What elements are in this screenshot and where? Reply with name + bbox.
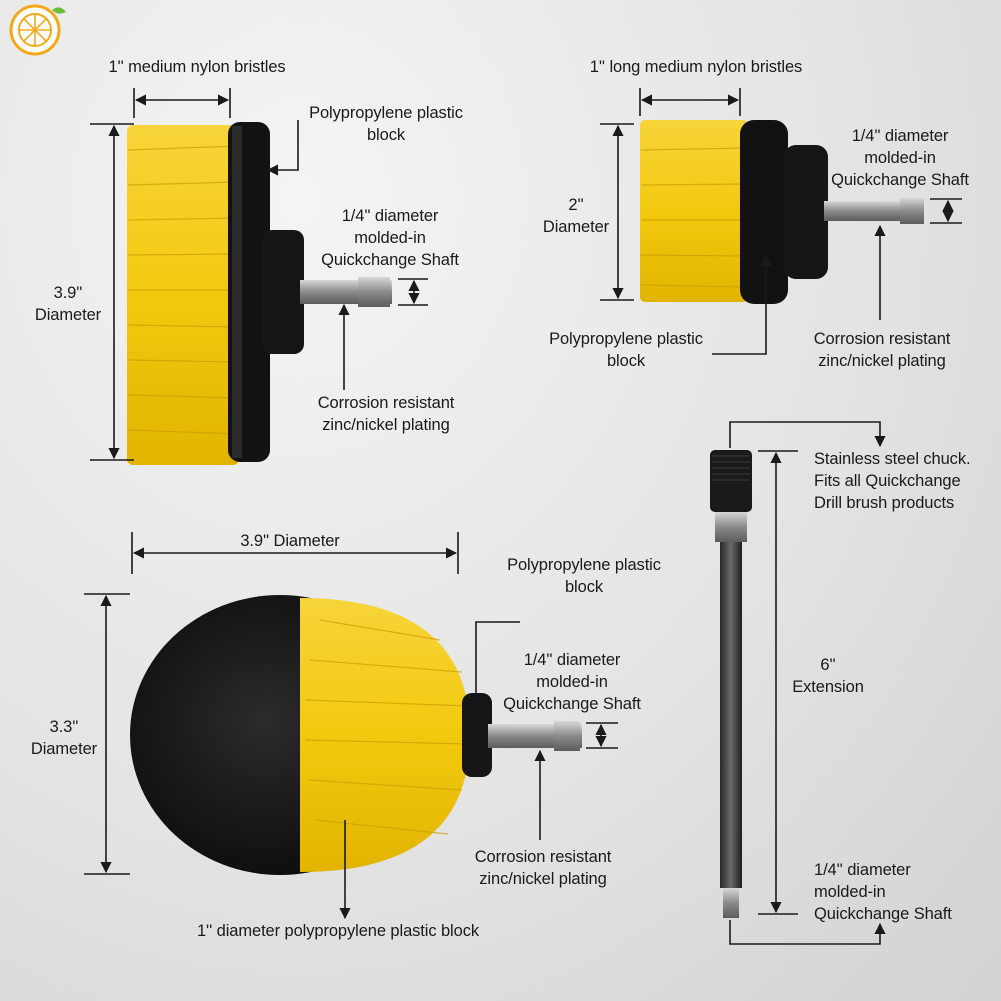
brush-large-illustration — [127, 122, 392, 465]
large-brush-plating-label: Corrosion resistant zinc/nickel plating — [317, 394, 455, 434]
large-brush-shaft-label: 1/4'' diameter molded-in Quickchange Sha… — [321, 207, 459, 269]
extension-length-label: 6'' Extension — [792, 656, 864, 696]
round-brush-base-label: 1'' diameter polypropylene plastic block — [196, 922, 480, 940]
small-brush-plating-label: Corrosion resistant zinc/nickel plating — [813, 330, 951, 370]
lemon-slice-icon — [9, 4, 66, 56]
extension-chuck-label: Stainless steel chuck. Fits all Quickcha… — [814, 450, 971, 512]
large-brush-diameter-label: 3.9'' Diameter — [34, 284, 102, 324]
small-brush-diameter-label: 2'' Diameter — [542, 196, 610, 236]
extension-shaft-label: 1/4'' diameter molded-in Quickchange Sha… — [814, 861, 952, 923]
small-brush-shaft-label: 1/4'' diameter molded-in Quickchange Sha… — [831, 127, 969, 189]
round-brush-plating-label: Corrosion resistant zinc/nickel plating — [474, 848, 612, 888]
round-brush-shaft-label: 1/4'' diameter molded-in Quickchange Sha… — [503, 651, 641, 713]
round-brush-block-label: Polypropylene plastic block — [507, 556, 661, 596]
small-brush-bristles-label: 1'' long medium nylon bristles — [589, 58, 803, 76]
brush-small-illustration — [640, 120, 924, 304]
large-brush-bristles-label: 1'' medium nylon bristles — [108, 58, 286, 76]
small-brush-block-label: Polypropylene plastic block — [549, 330, 703, 370]
extension-rod-illustration — [710, 450, 752, 918]
dimension-lines — [84, 88, 962, 945]
round-brush-width-label: 3.9'' Diameter — [240, 532, 340, 550]
round-brush-diameter-label: 3.3'' Diameter — [30, 718, 98, 758]
brush-round-illustration — [130, 595, 582, 875]
large-brush-block-label: Polypropylene plastic block — [309, 104, 463, 144]
